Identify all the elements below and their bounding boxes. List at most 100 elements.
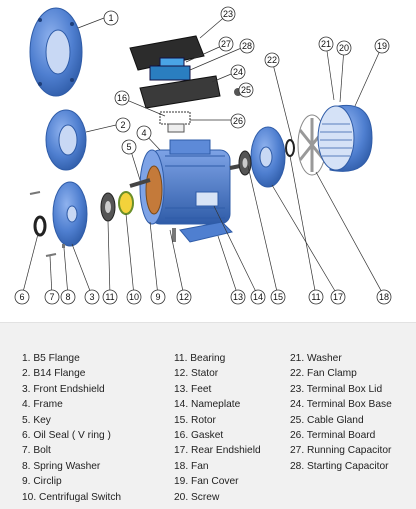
centrifugal-switch-part <box>118 191 134 215</box>
legend-item: 14. Nameplate <box>174 399 241 411</box>
feet-part <box>172 221 233 243</box>
terminal-box-lid-part <box>129 35 205 71</box>
svg-text:16: 16 <box>117 93 127 103</box>
b14-flange-part <box>45 109 87 171</box>
callout-26: 26 <box>230 113 246 129</box>
svg-text:17: 17 <box>333 292 343 302</box>
svg-text:2: 2 <box>120 120 125 130</box>
svg-text:26: 26 <box>233 116 243 126</box>
svg-text:11: 11 <box>105 292 114 302</box>
legend-item: 23. Terminal Box Lid <box>290 383 383 395</box>
legend-item: 15. Rotor <box>174 414 216 426</box>
svg-text:8: 8 <box>65 292 70 302</box>
svg-text:21: 21 <box>321 39 331 49</box>
callout-10: 10 <box>126 289 142 305</box>
b5-flange-part <box>29 7 83 97</box>
callout-22: 22 <box>264 52 280 68</box>
callout-4: 4 <box>136 125 152 141</box>
callout-12: 12 <box>176 289 192 305</box>
legend-item: 8. Spring Washer <box>22 460 101 472</box>
legend-item: 19. Fan Cover <box>174 476 239 488</box>
svg-text:14: 14 <box>253 292 263 302</box>
fan-clamp-part <box>285 139 295 157</box>
callout-16: 16 <box>114 90 130 106</box>
callout-18: 18 <box>376 289 392 305</box>
callout-1: 1 <box>103 10 119 26</box>
callout-21: 21 <box>318 36 334 52</box>
callout-27: 27 <box>218 36 234 52</box>
callout-15: 15 <box>270 289 286 305</box>
svg-text:11: 11 <box>311 292 320 302</box>
oil-seal-part <box>33 215 47 237</box>
legend-item: 9. Circlip <box>22 476 62 488</box>
callout-17: 17 <box>330 289 346 305</box>
fan-cover-part <box>317 104 373 172</box>
bolts-part <box>29 191 65 257</box>
legend-column-1: 1. B5 Flange 2. B14 Flange 3. Front Ends… <box>22 351 121 505</box>
callout-24: 24 <box>230 64 246 80</box>
legend-item: 5. Key <box>22 414 51 426</box>
legend-item: 7. Bolt <box>22 445 51 457</box>
svg-text:10: 10 <box>129 292 139 302</box>
legend-column-2: 11. Bearing 12. Stator 13. Feet 14. Name… <box>174 351 261 505</box>
front-bearing-part <box>100 192 116 222</box>
rear-endshield-part <box>250 126 286 188</box>
legend-item: 3. Front Endshield <box>22 383 105 395</box>
callout-19: 19 <box>374 38 390 54</box>
legend-item: 20. Screw <box>174 491 220 503</box>
exploded-motor-diagram: 1 2 3 4 5 6 7 8 <box>14 6 392 305</box>
svg-text:3: 3 <box>89 292 94 302</box>
callout-9: 9 <box>150 289 166 305</box>
legend-item: 24. Terminal Box Base <box>290 399 392 411</box>
legend-item: 18. Fan <box>174 460 209 472</box>
svg-text:9: 9 <box>155 292 160 302</box>
legend-column-3: 21. Washer 22. Fan Clamp 23. Terminal Bo… <box>290 351 392 474</box>
nameplate-part <box>195 191 219 207</box>
callout-5: 5 <box>121 139 137 155</box>
svg-text:15: 15 <box>273 292 283 302</box>
callout-11-rear: 11 <box>308 289 324 305</box>
svg-text:13: 13 <box>233 292 243 302</box>
callout-28: 28 <box>239 38 255 54</box>
callout-2: 2 <box>115 117 131 133</box>
parts-legend: 1. B5 Flange 2. B14 Flange 3. Front Ends… <box>0 322 416 509</box>
legend-item: 28. Starting Capacitor <box>290 460 389 472</box>
terminal-board-and-gasket-part <box>159 111 191 133</box>
svg-text:22: 22 <box>267 55 277 65</box>
legend-item: 26. Terminal Board <box>290 429 376 441</box>
callout-7: 7 <box>44 289 60 305</box>
callout-14: 14 <box>250 289 266 305</box>
svg-text:6: 6 <box>19 292 24 302</box>
callout-6: 6 <box>14 289 30 305</box>
svg-text:18: 18 <box>379 292 389 302</box>
callout-23: 23 <box>220 6 236 22</box>
legend-item: 4. Frame <box>22 399 63 411</box>
legend-item: 12. Stator <box>174 368 219 380</box>
callout-13: 13 <box>230 289 246 305</box>
callout-11-front: 11 <box>102 289 118 305</box>
callout-20: 20 <box>336 40 352 56</box>
rear-bearing-part <box>238 150 252 176</box>
legend-item: 17. Rear Endshield <box>174 445 261 457</box>
svg-text:7: 7 <box>49 292 54 302</box>
legend-item: 21. Washer <box>290 353 342 364</box>
svg-text:25: 25 <box>241 85 251 95</box>
legend-item: 11. Bearing <box>174 353 226 364</box>
legend-item: 16. Gasket <box>174 429 224 441</box>
front-endshield-part <box>52 181 88 247</box>
terminal-box-base-part <box>139 75 242 109</box>
legend-item: 25. Cable Gland <box>290 414 364 426</box>
callout-8: 8 <box>60 289 76 305</box>
legend-item: 13. Feet <box>174 383 212 395</box>
legend-item: 1. B5 Flange <box>22 353 80 364</box>
callout-25: 25 <box>238 82 254 98</box>
svg-text:4: 4 <box>141 128 146 138</box>
legend-item: 22. Fan Clamp <box>290 368 357 380</box>
svg-text:23: 23 <box>223 9 233 19</box>
motor-parts-drawing: 1 2 3 4 5 6 7 8 <box>14 6 392 305</box>
svg-text:1: 1 <box>108 13 113 23</box>
svg-text:19: 19 <box>377 41 387 51</box>
svg-text:5: 5 <box>126 142 131 152</box>
legend-item: 10. Centrifugal Switch <box>22 491 122 503</box>
svg-text:28: 28 <box>242 41 252 51</box>
